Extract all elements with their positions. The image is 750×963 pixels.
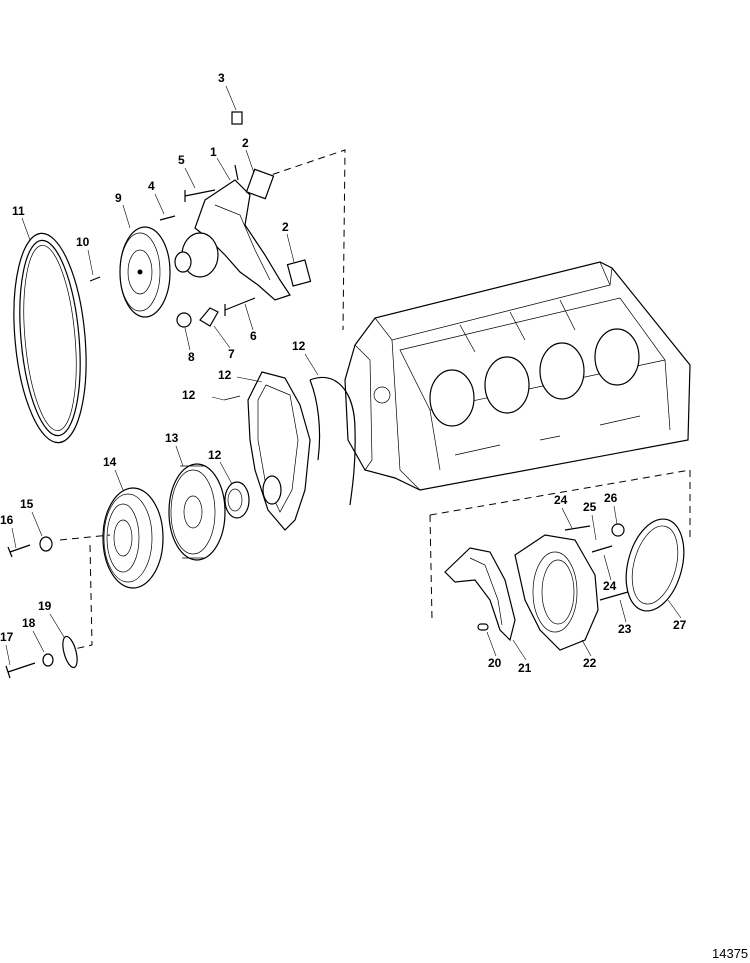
callout-22: 22 — [583, 656, 597, 670]
assembly-line-upper — [249, 149, 346, 331]
callout-14: 14 — [103, 455, 117, 469]
hardware-upper — [89, 111, 312, 328]
front-seal — [224, 481, 250, 519]
assembly-line-front — [59, 534, 111, 651]
water-pump — [174, 164, 291, 301]
timing-cover-gasket-lower — [309, 379, 321, 461]
callout-6: 6 — [250, 329, 257, 343]
callout-20: 20 — [488, 656, 502, 670]
assembly-line-rear — [429, 469, 691, 621]
engine-block — [344, 261, 691, 491]
callout-15: 15 — [20, 497, 34, 511]
callout-21: 21 — [518, 661, 532, 675]
callout-1: 1 — [210, 145, 217, 159]
callout-12-cover: 12 — [218, 368, 232, 382]
water-pump-pulley — [119, 226, 171, 318]
callout-17: 17 — [0, 630, 14, 644]
callout-12-seal: 12 — [208, 448, 222, 462]
callout-24-lower: 24 — [603, 579, 617, 593]
callout-2-lower: 2 — [282, 220, 289, 234]
callout-7: 7 — [228, 347, 235, 361]
callout-18: 18 — [22, 616, 36, 630]
crankshaft-pulley — [102, 487, 164, 589]
callout-5: 5 — [178, 153, 185, 167]
callout-8: 8 — [188, 350, 195, 364]
figure-id: 14375 — [712, 946, 748, 961]
leader-lines — [5, 85, 682, 666]
timing-cover-gasket — [309, 376, 356, 506]
rear-main-seal — [625, 518, 685, 612]
callout-27: 27 — [673, 618, 687, 632]
callout-9: 9 — [115, 191, 122, 205]
callout-13: 13 — [165, 431, 179, 445]
callout-12-gasket: 12 — [292, 339, 306, 353]
callout-3: 3 — [218, 71, 225, 85]
callout-12-bolt: 12 — [182, 388, 196, 402]
callout-2-upper: 2 — [242, 136, 249, 150]
callout-11: 11 — [12, 204, 25, 218]
callout-10: 10 — [76, 235, 90, 249]
callout-26: 26 — [604, 491, 618, 505]
callout-4: 4 — [148, 179, 155, 193]
callout-19: 19 — [38, 599, 52, 613]
callout-23: 23 — [618, 622, 632, 636]
callout-24-upper: 24 — [554, 493, 568, 507]
hardware-rear — [477, 523, 629, 631]
rear-seal-retainer — [514, 534, 599, 651]
drive-belt — [13, 232, 87, 444]
hardware-lower-left — [5, 536, 78, 679]
callout-labels: 3 2 1 5 4 9 11 10 2 6 8 7 12 12 12 13 12… — [0, 71, 687, 675]
rear-seal-gasket — [444, 547, 516, 642]
callout-16: 16 — [0, 513, 14, 527]
callout-25: 25 — [583, 500, 597, 514]
harmonic-damper — [168, 463, 226, 561]
timing-cover — [223, 371, 311, 531]
